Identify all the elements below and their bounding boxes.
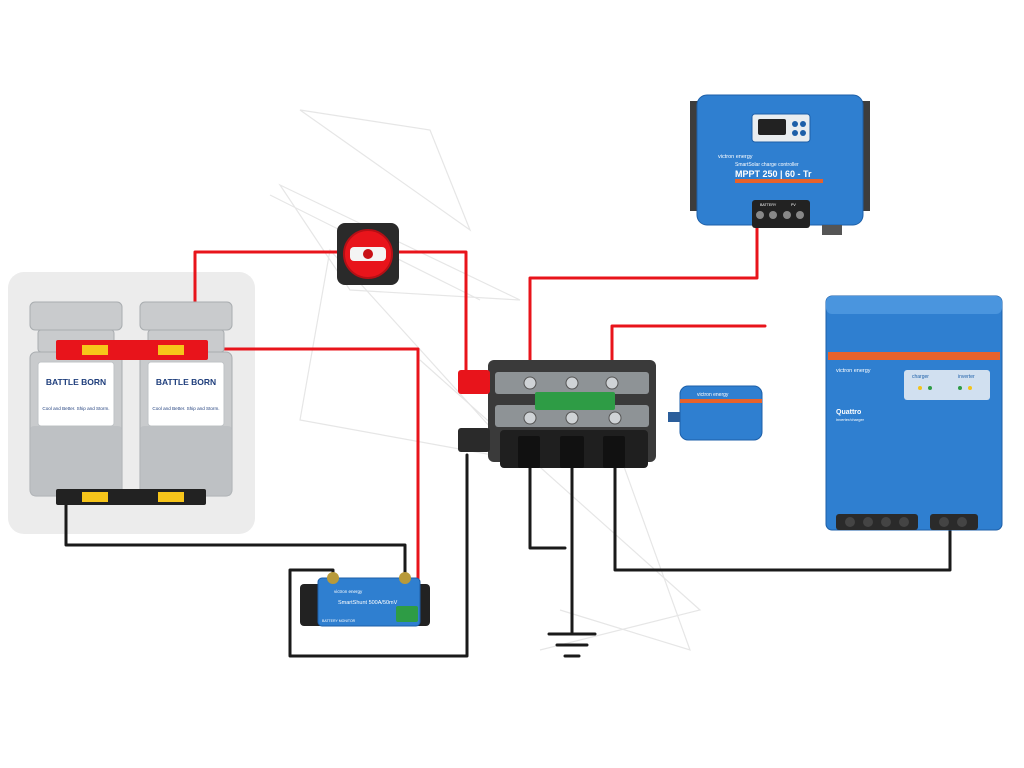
battery-right-brand: BATTLE BORN <box>156 377 216 387</box>
ground-symbol-icon <box>547 632 597 658</box>
wire-battery-pos-to-shunt <box>198 347 420 607</box>
battery-left-brand: BATTLE BORN <box>46 377 106 387</box>
mppt-terminal-battery: BATTERY <box>760 203 777 207</box>
shunt-model: SmartShunt 500A/50mV <box>338 600 398 606</box>
mppt-terminal-pv: PV <box>791 203 796 207</box>
wire-busbar-to-mppt <box>528 226 759 385</box>
quattro-inverter-charger: victron energy charger inverter Quattro … <box>825 295 1003 531</box>
mppt-brand: victron energy <box>718 154 753 160</box>
quattro-sub: inverter/charger <box>836 417 865 422</box>
wire-switch-to-busbar <box>396 250 468 380</box>
quattro-panel-inverter: inverter <box>958 374 975 380</box>
shunt-foot: BATTERY MONITOR <box>322 619 356 623</box>
wire-busbar-neg-loop <box>528 465 567 550</box>
battery-left-slogan: Cool and Better. Ship and Storm. <box>42 406 109 411</box>
battery-disconnect-switch-icon[interactable] <box>337 223 399 285</box>
quattro-model: Quattro <box>836 409 861 416</box>
battery-right-slogan: Cool and Better. Ship and Storm. <box>152 406 219 411</box>
shunt-brand: victron energy <box>334 589 363 594</box>
power-distribution-busbar <box>458 360 656 468</box>
victron-small-unit: victron energy <box>668 385 763 441</box>
battery-positive-bar <box>56 340 208 360</box>
battery-right: BATTLE BORN Cool and Better. Ship and St… <box>139 301 233 497</box>
mppt-charge-controller: victron energy SmartSolar charge control… <box>690 94 870 235</box>
quattro-panel-charger: charger <box>912 374 929 380</box>
quattro-brand: victron energy <box>836 368 871 374</box>
wire-busbar-to-quattro-neg <box>613 465 952 572</box>
busbar-positive-cap <box>458 370 490 394</box>
battery-left: BATTLE BORN Cool and Better. Ship and St… <box>29 301 123 497</box>
smartshunt-battery-monitor: victron energy SmartShunt 500A/50mV BATT… <box>300 572 430 627</box>
wire-battery-neg-to-shunt <box>64 495 407 584</box>
mppt-model-line: SmartSolar charge controller <box>735 162 799 168</box>
small-unit-brand: victron energy <box>697 392 729 398</box>
busbar-negative-cap <box>458 428 490 452</box>
mppt-model: MPPT 250 | 60 - Tr <box>735 169 812 179</box>
